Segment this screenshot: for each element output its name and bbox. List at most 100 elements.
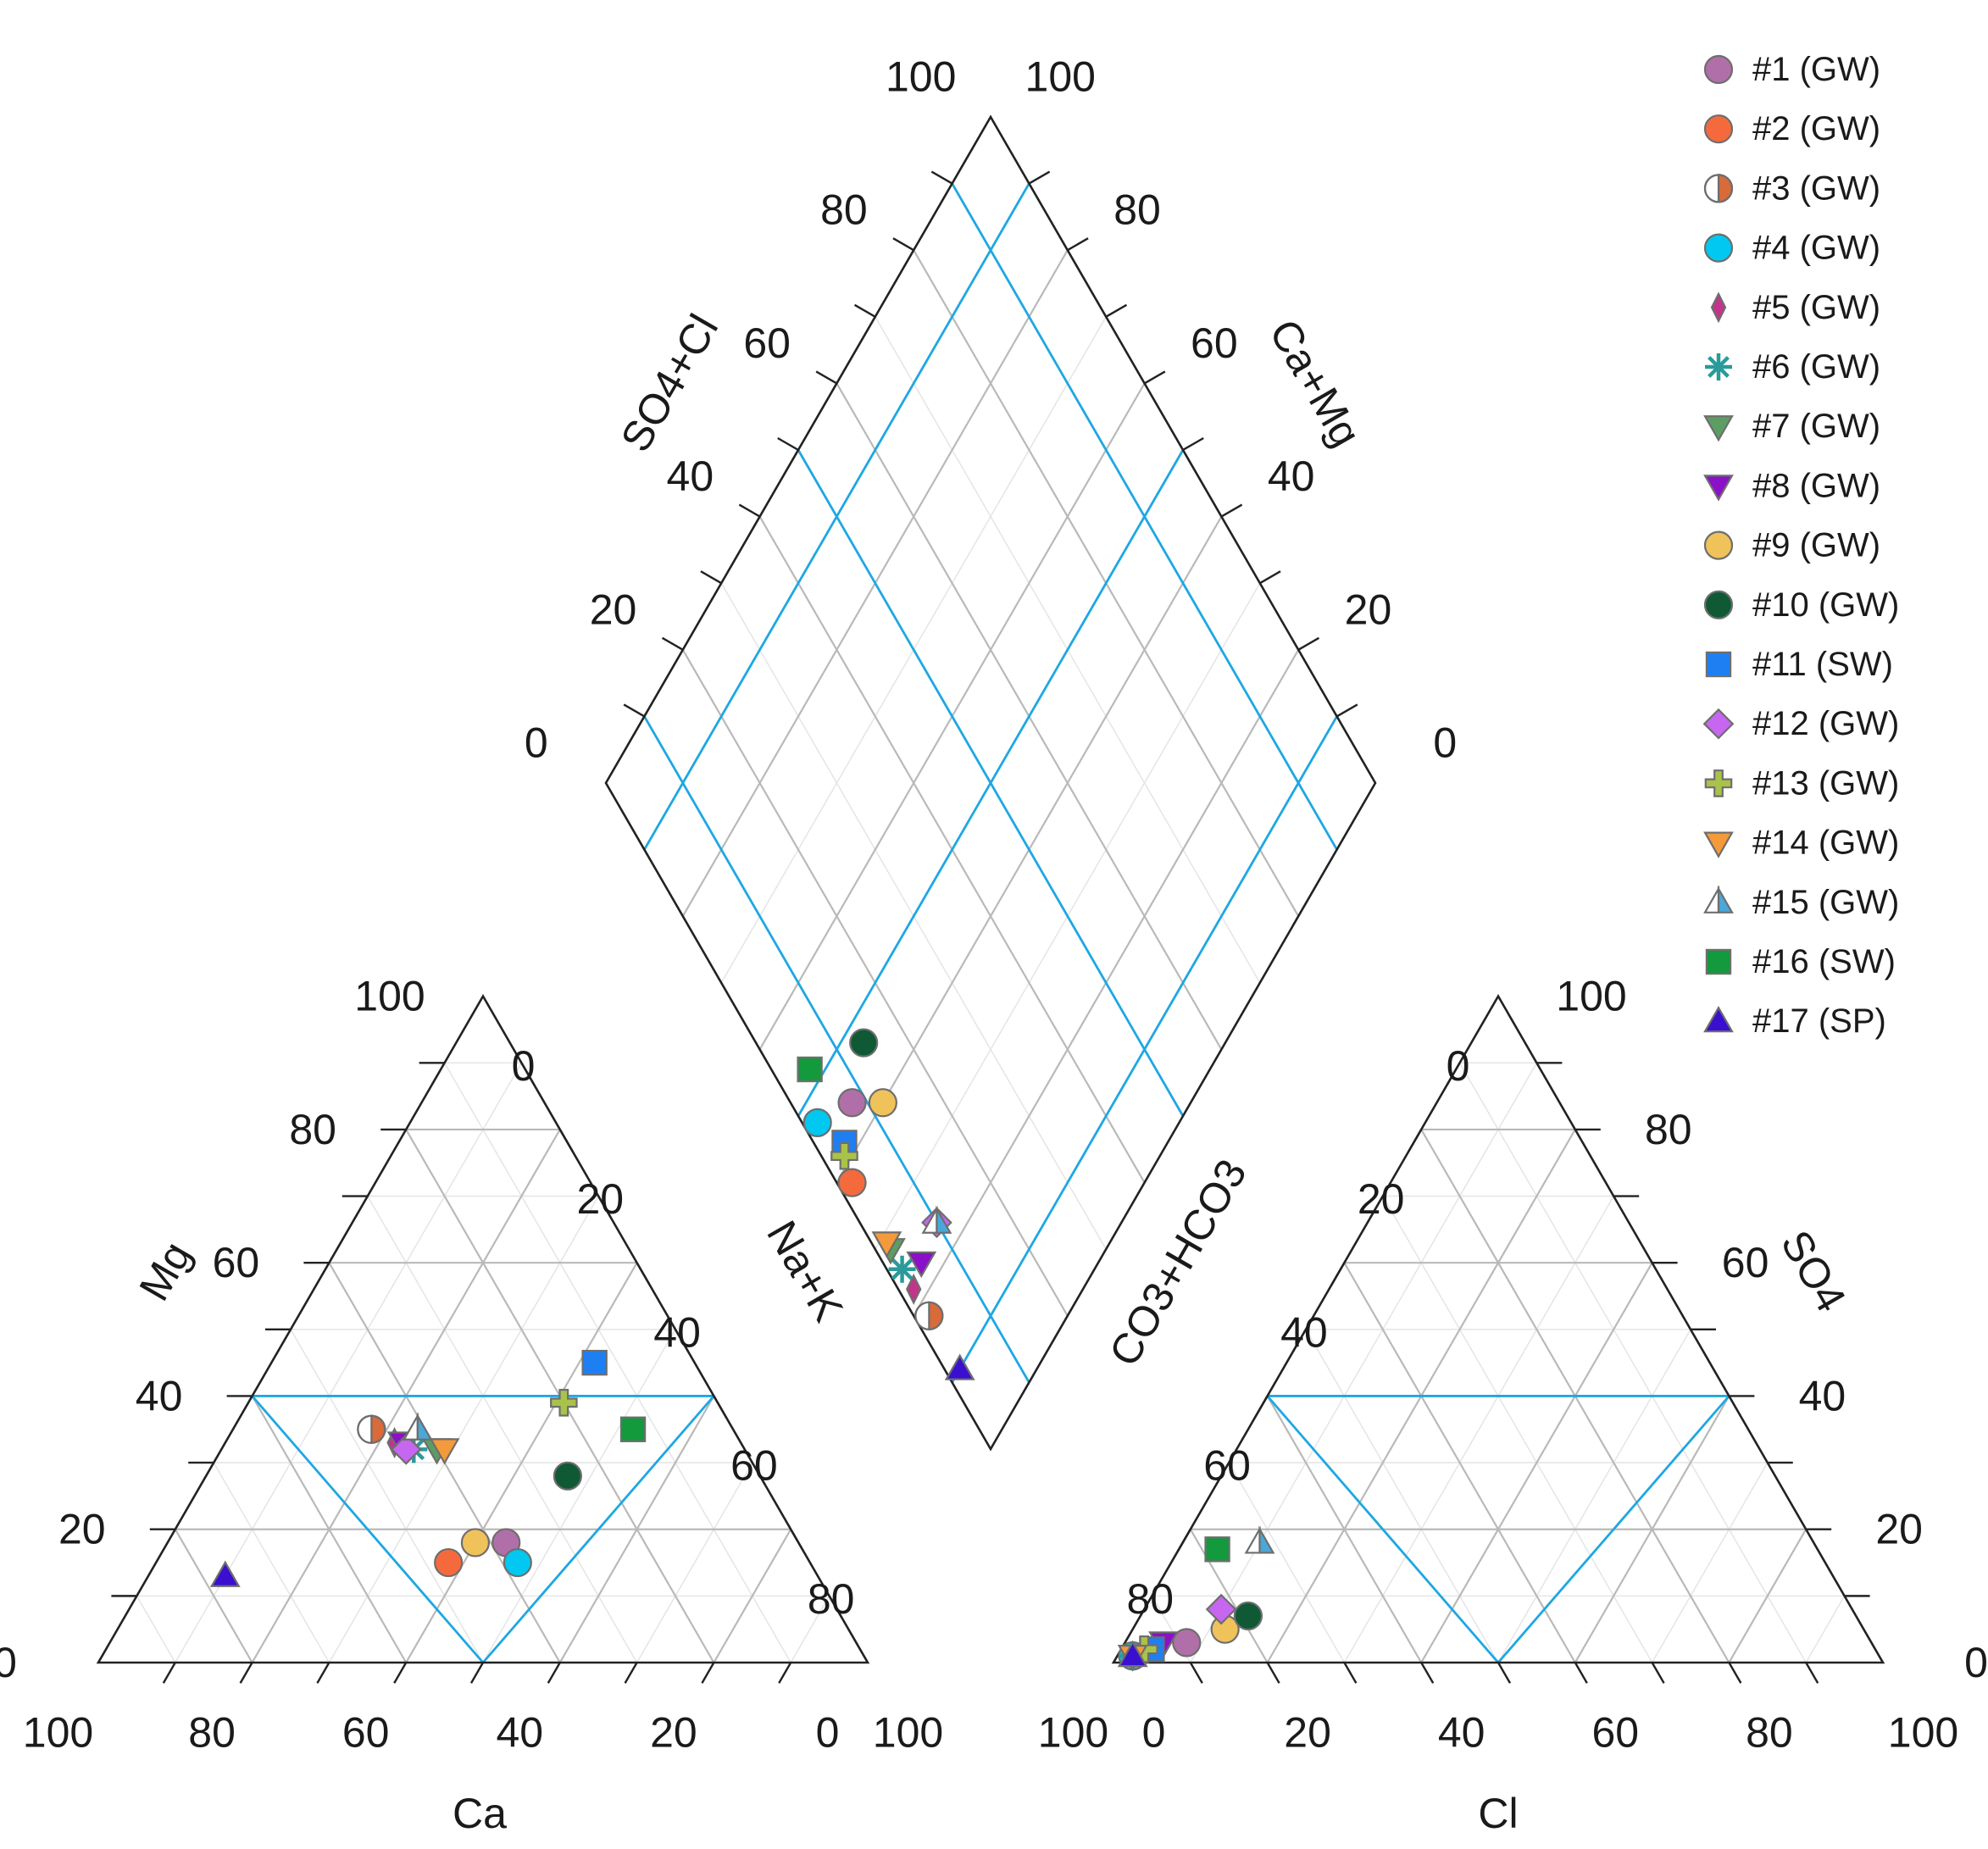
tick-marks [111,170,1870,1684]
legend-item-3-marker-shape [1703,174,1720,203]
cation-grid-line [790,1595,830,1663]
sample-11-cation-point-shape [581,1349,608,1376]
cation-grid-line [405,1262,638,1663]
anion-grid-line [1497,1329,1691,1663]
co3-axis-tick [1291,1329,1308,1352]
sample-3-cation-point [357,1414,386,1444]
diamond-field-line [797,449,1185,1117]
so4-cl-axis-title: SO4+Cl [612,307,728,460]
ca-mg-axis-tick [1297,636,1320,651]
legend-item-7-marker [1703,415,1734,442]
anion-grid-line [1343,1262,1576,1663]
ca-mg-axis-tick-label: 40 [1268,453,1315,500]
sample-2-diamond-point [837,1168,867,1197]
sample-8-diamond-point [906,1251,937,1279]
legend-item-9-label: #9 (GW) [1752,527,1880,564]
legend-item-2-label: #2 (GW) [1752,110,1880,147]
co3-axis-tick [1253,1395,1269,1419]
sample-4-cation-point [503,1547,532,1578]
na-k-axis-tick [751,1462,766,1485]
mg-axis-title: Mg [130,1234,200,1308]
na-k-axis-tick [558,1129,574,1152]
sample-15-anion-point-shape [1244,1525,1261,1554]
sample-15-cation-point-shape [402,1412,419,1441]
sample-17-anion-point [1117,1640,1148,1668]
ca-axis-tick [701,1662,715,1684]
legend-item-3-marker-shape [1717,174,1734,203]
cation-grid-line [713,1529,792,1663]
so4-cl-axis-tick [892,237,914,252]
cation-grid-line [328,1196,599,1663]
ca-axis-tick [316,1662,330,1684]
sample-16-anion-point-shape [1204,1536,1230,1563]
legend: #1 (GW)#2 (GW)#3 (GW)#4 (GW)#5 (GW)#6 (G… [1702,51,1899,1040]
anion-grid-line [1189,1529,1269,1663]
sample-1-anion-point [1172,1628,1202,1657]
so4-cl-axis-tick-label: 20 [590,586,637,633]
legend-item-11-marker [1705,651,1732,678]
co3-axis-tick [1369,1195,1384,1219]
na-k-axis-tick-label: 40 [653,1308,701,1356]
sample-4-diamond-point-shape [802,1108,832,1137]
sample-2-diamond-point-shape [837,1168,867,1197]
ca-mg-axis-title: Ca+Mg [1260,312,1370,455]
cl-axis-tick [1266,1662,1280,1684]
sample-15-cation-point-shape [416,1412,433,1441]
so4-cl-axis-tick [853,303,876,318]
sample-15-diamond-point-shape [936,1205,952,1234]
cation-grid-line [367,1196,638,1663]
sample-13-cation-point [550,1389,578,1417]
na-k-axis-tick-label: 60 [730,1442,778,1490]
cl-axis-tick-label: 80 [1746,1708,1793,1756]
legend-item-16-label: #16 (SW) [1752,943,1896,980]
sample-3-diamond-point-shape [928,1301,944,1330]
sample-9-cation-point [460,1528,491,1557]
anion-grid-line [1343,1196,1614,1663]
legend-item-6-label: #6 (GW) [1752,348,1880,386]
so4-axis-tick-label: 0 [1964,1639,1988,1686]
co3-hco3-axis-title: CO3+HCO3 [1100,1152,1256,1374]
sample-3-cation-point-shape [370,1414,386,1444]
na-k-axis-tick-label: 100 [873,1708,943,1756]
legend-item-4-marker-shape [1703,233,1734,263]
ca-mg-axis-tick-label: 0 [1433,719,1457,766]
sample-15-anion-point-shape [1258,1525,1275,1554]
legend-item-10-marker [1703,590,1734,619]
so4-cl-axis-tick [930,170,953,185]
sample-10-diamond-point-shape [849,1028,879,1058]
cation-grid-line [174,1529,253,1663]
sample-12-cation-point-shape [390,1434,422,1465]
sample-10-cation-point [553,1461,582,1491]
mg-axis-tick-label: 100 [354,973,425,1020]
anion-grid-line [1305,1329,1499,1663]
legend-item-12-marker-shape [1702,708,1735,740]
so4-axis-tick-label: 40 [1799,1372,1846,1419]
ca-mg-axis-tick [1336,703,1358,718]
co3-axis-tick [1138,1595,1153,1619]
sample-14-cation-point [429,1438,460,1465]
legend-item-8-marker [1703,475,1734,502]
so4-axis-tick-label: 100 [1556,973,1626,1020]
so4-cl-axis-tick [738,503,761,518]
legend-item-9-marker [1703,530,1734,560]
ca-axis-tick [469,1662,485,1684]
cation-grid-line [636,1462,753,1663]
so4-cl-axis-tick-label: 40 [667,453,714,500]
sample-1-diamond-point-shape [837,1088,867,1118]
sample-2-cation-point [434,1547,464,1578]
co3-axis-tick-label: 0 [1447,1042,1470,1090]
sample-points [209,1028,1275,1672]
legend-item-8-label: #8 (GW) [1752,467,1880,504]
co3-axis-tick [1176,1529,1191,1552]
ca-axis-tick-label: 20 [650,1708,697,1756]
na-k-axis-tick [674,1329,690,1352]
co3-axis-tick-label: 100 [1038,1708,1108,1756]
cl-axis-tick-label: 60 [1591,1708,1639,1756]
legend-item-13-marker-shape [1704,769,1733,797]
sample-4-cation-point-shape [503,1547,532,1578]
ca-mg-axis-tick-label: 20 [1345,586,1392,633]
na-k-axis-tick-label: 20 [576,1175,624,1223]
axis-titles: Ca Mg Na+K Cl CO3+HCO3 SO4 SO4+Cl Ca+Mg [130,307,1855,1837]
legend-item-9-marker-shape [1703,530,1734,560]
legend-item-14-marker [1703,831,1734,858]
